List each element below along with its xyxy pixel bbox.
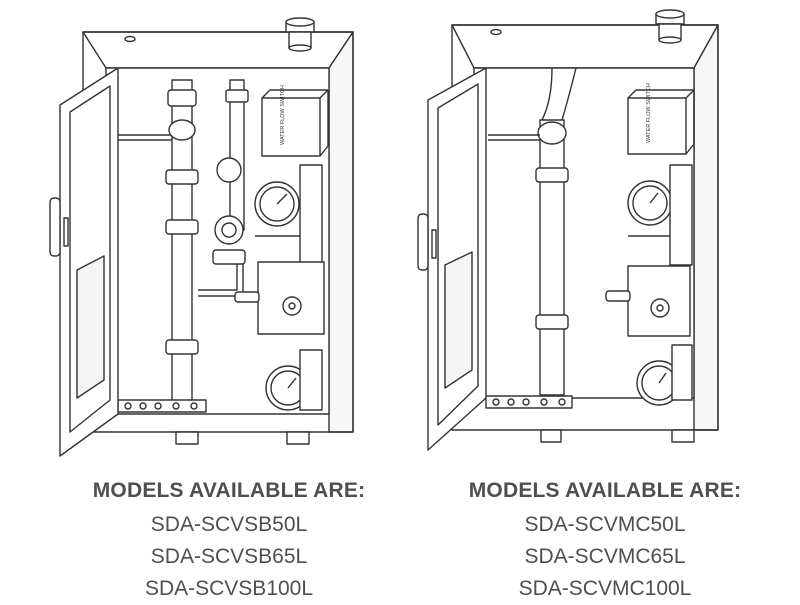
model-name: SDA-SCVSB50L [150,513,308,536]
water-flow-switch-label: WATER FLOW SWITCH [280,85,286,145]
cabinet-door[interactable] [49,67,119,457]
cabinet-illustration-scvmc: WATER FLOW SWITCH [417,9,719,451]
cabinet-panel-scvmc: WATER FLOW SWITCH [400,0,800,600]
model-name: SDA-SCVSB100L [144,577,314,600]
cabinet-panel-scvsb: WATER FLOW SWITCH [0,0,400,600]
model-name: SDA-SCVMC65L [524,545,686,568]
drain-bar [117,399,207,413]
models-heading: MODELS AVAILABLE ARE: [92,479,366,502]
water-flow-switch-label: WATER FLOW SWITCH [646,83,652,143]
models-caption-scvmc: MODELS AVAILABLE ARE: SDA-SCVMC50L SDA-S… [405,476,800,605]
top-vent-cap [655,9,685,44]
alarm-valve-body [605,265,691,337]
interior-piping [488,67,577,396]
water-flow-switch: WATER FLOW SWITCH [627,83,695,155]
drain-bar [485,395,573,409]
pressure-gauge-upper [627,164,693,266]
pressure-gauge-lower [265,349,323,411]
cabinet-door[interactable] [417,67,487,451]
water-flow-switch: WATER FLOW SWITCH [261,85,329,157]
pressure-gauge-lower [636,344,693,406]
models-heading: MODELS AVAILABLE ARE: [468,479,742,502]
model-name: SDA-SCVMC50L [524,513,686,536]
model-name: SDA-SCVMC100L [518,577,692,600]
cabinet-illustration-scvsb: WATER FLOW SWITCH [49,17,354,457]
models-caption-scvsb: MODELS AVAILABLE ARE: SDA-SCVSB50L SDA-S… [29,476,429,605]
top-vent-cap [285,17,315,52]
pressure-gauge-upper [254,164,323,266]
alarm-valve-body [234,261,325,335]
interior-piping [118,79,249,411]
model-name: SDA-SCVSB65L [150,545,308,568]
